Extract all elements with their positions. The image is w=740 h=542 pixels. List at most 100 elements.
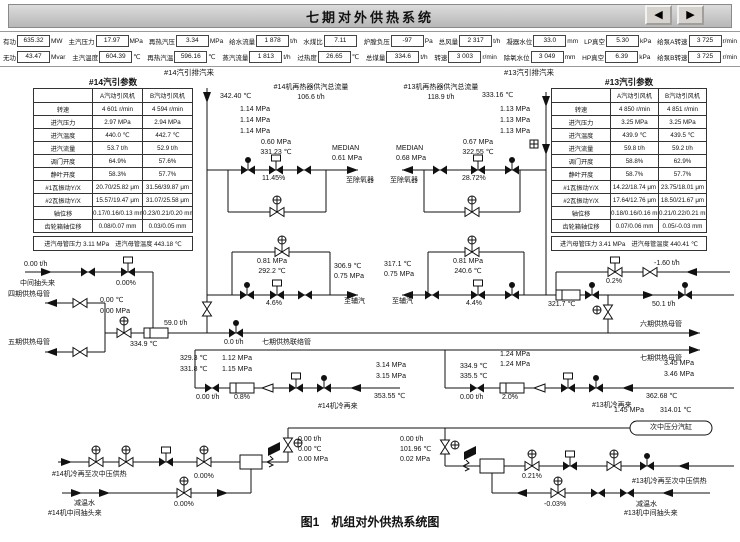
prev-page-button[interactable]: ◀ (645, 5, 672, 25)
mid-tap-label: 中间抽头来 (20, 280, 55, 287)
valve-opening: 0.00% (174, 501, 194, 508)
cell-fan-b: 0.21/0.22/0.21 mm (658, 206, 707, 220)
status-unit: Mvar (51, 53, 66, 61)
row-label: 轴位移 (551, 206, 611, 220)
status-label: 转速 (434, 55, 448, 62)
valve-pt-values: 0.81 MPa 292.2 ℃ (257, 258, 287, 275)
pressure-values: 3.45 MPa 3.46 MPa (664, 360, 694, 378)
cell-fan-a: 15.57/19.47 μm (92, 193, 143, 207)
status-label: 水煤比 (303, 39, 323, 46)
pressure-value: 1.45 MPa (614, 407, 644, 414)
aux-steam-pt: 317.1 ℃ 0.75 MPa (384, 261, 414, 278)
relief-values: 0.00 t/h 101.96 ℃ 0.02 MPa (400, 436, 432, 463)
temp-values: 334.9 ℃ 335.5 ℃ (460, 363, 488, 380)
temp-value: 334.9 ℃ (130, 341, 158, 348)
cell-fan-a: 440.0 ℃ (92, 128, 143, 142)
status-unit: Pa (424, 37, 433, 45)
status-value: 17.97 (95, 35, 129, 47)
cell-fan-b: 4 594 r/min (142, 102, 193, 116)
temp-value: 353.55 ℃ (374, 393, 406, 400)
valve-opening: 2.0% (502, 394, 518, 401)
cold-reheat-14-label: #14机冷再来 (318, 403, 358, 410)
status-unit: r/min (722, 37, 737, 45)
cell-fan-a: 0.18/0.16/0.16 mm (610, 206, 659, 220)
sub-mp-supply-14-label: #14机冷再至次中压供热 (52, 471, 127, 478)
flow-value: 0.00 t/h (460, 394, 484, 401)
flow-value: 0.00 t/h (196, 394, 220, 401)
reheater-flow-13: #13机再热器供汽总流量 118.9 t/h (403, 84, 479, 101)
status-label: 总煤量 (365, 55, 386, 62)
row-label: 转速 (551, 102, 611, 116)
pressure-values: 3.14 MPa 3.15 MPa (376, 362, 406, 380)
cell-fan-b: 2.94 MPa (142, 115, 193, 129)
temp-value: 314.01 ℃ (660, 407, 692, 414)
status-value: 1 878 (256, 35, 290, 47)
pressure-values: 1.13 MPa 1.13 MPa 1.13 MPa (500, 106, 530, 135)
row-label: 齿轮箱轴位移 (551, 219, 611, 233)
cell-fan-a: 53.7 t/h (92, 141, 143, 155)
status-value: 5.30 (606, 35, 640, 47)
to-deaerator-label: 至除氧器 (390, 177, 418, 184)
next-arrow-icon: ▶ (686, 8, 695, 21)
reheater-flow-14: #14机再热器供汽总流量 106.6 t/h (273, 84, 349, 101)
tie-line-label: 七期供热联络管 (262, 339, 311, 346)
cell-fan-b: 0.03/0.05 mm (142, 219, 193, 233)
to-aux-steam-label: 至辅汽 (392, 298, 413, 305)
cell-fan-b: 57.7% (142, 167, 193, 181)
to-deaerator-label: 至除氧器 (346, 177, 374, 184)
status-value: 3 725 (688, 51, 722, 63)
cell-fan-b: 3.25 MPa (658, 115, 707, 129)
status-value: 635.32 (17, 35, 50, 47)
status-label: 主汽压力 (68, 39, 95, 46)
status-label: 给水流量 (229, 39, 256, 46)
status-label: 无功 (3, 55, 16, 62)
status-unit: mm (567, 37, 579, 45)
cell-fan-b: 52.9 t/h (142, 141, 193, 155)
valve-opening: 4.6% (266, 300, 282, 307)
cell-fan-b: 0.05/-0.03 mm (658, 219, 707, 233)
row-label: 进汽流量 (551, 141, 611, 155)
status-value: 43.47 (17, 51, 50, 63)
status-label: 有功 (3, 39, 16, 46)
row-label: 进汽温度 (33, 128, 93, 142)
status-label: 再热汽压 (148, 39, 175, 46)
cell-fan-a: 58.7% (610, 167, 659, 181)
valve-opening: 0.21% (522, 473, 542, 480)
sub-mp-supply-13-label: #13机冷再至次中压供热 (632, 478, 707, 485)
valve-opening: 4.4% (466, 300, 482, 307)
row-label: 调门开度 (551, 154, 611, 168)
row-label: #1瓦振动Y/X (33, 180, 93, 194)
valve-pt-values: 0.81 MPa 240.6 ℃ (453, 258, 483, 275)
status-unit: r/min (482, 53, 497, 61)
row-label: #2瓦振动Y/X (551, 193, 611, 207)
col-header-fan-b: B汽动引风机 (658, 88, 707, 103)
temp-values: 329.3 ℃ 331.8 ℃ (180, 355, 208, 373)
next-page-button[interactable]: ▶ (677, 5, 704, 25)
